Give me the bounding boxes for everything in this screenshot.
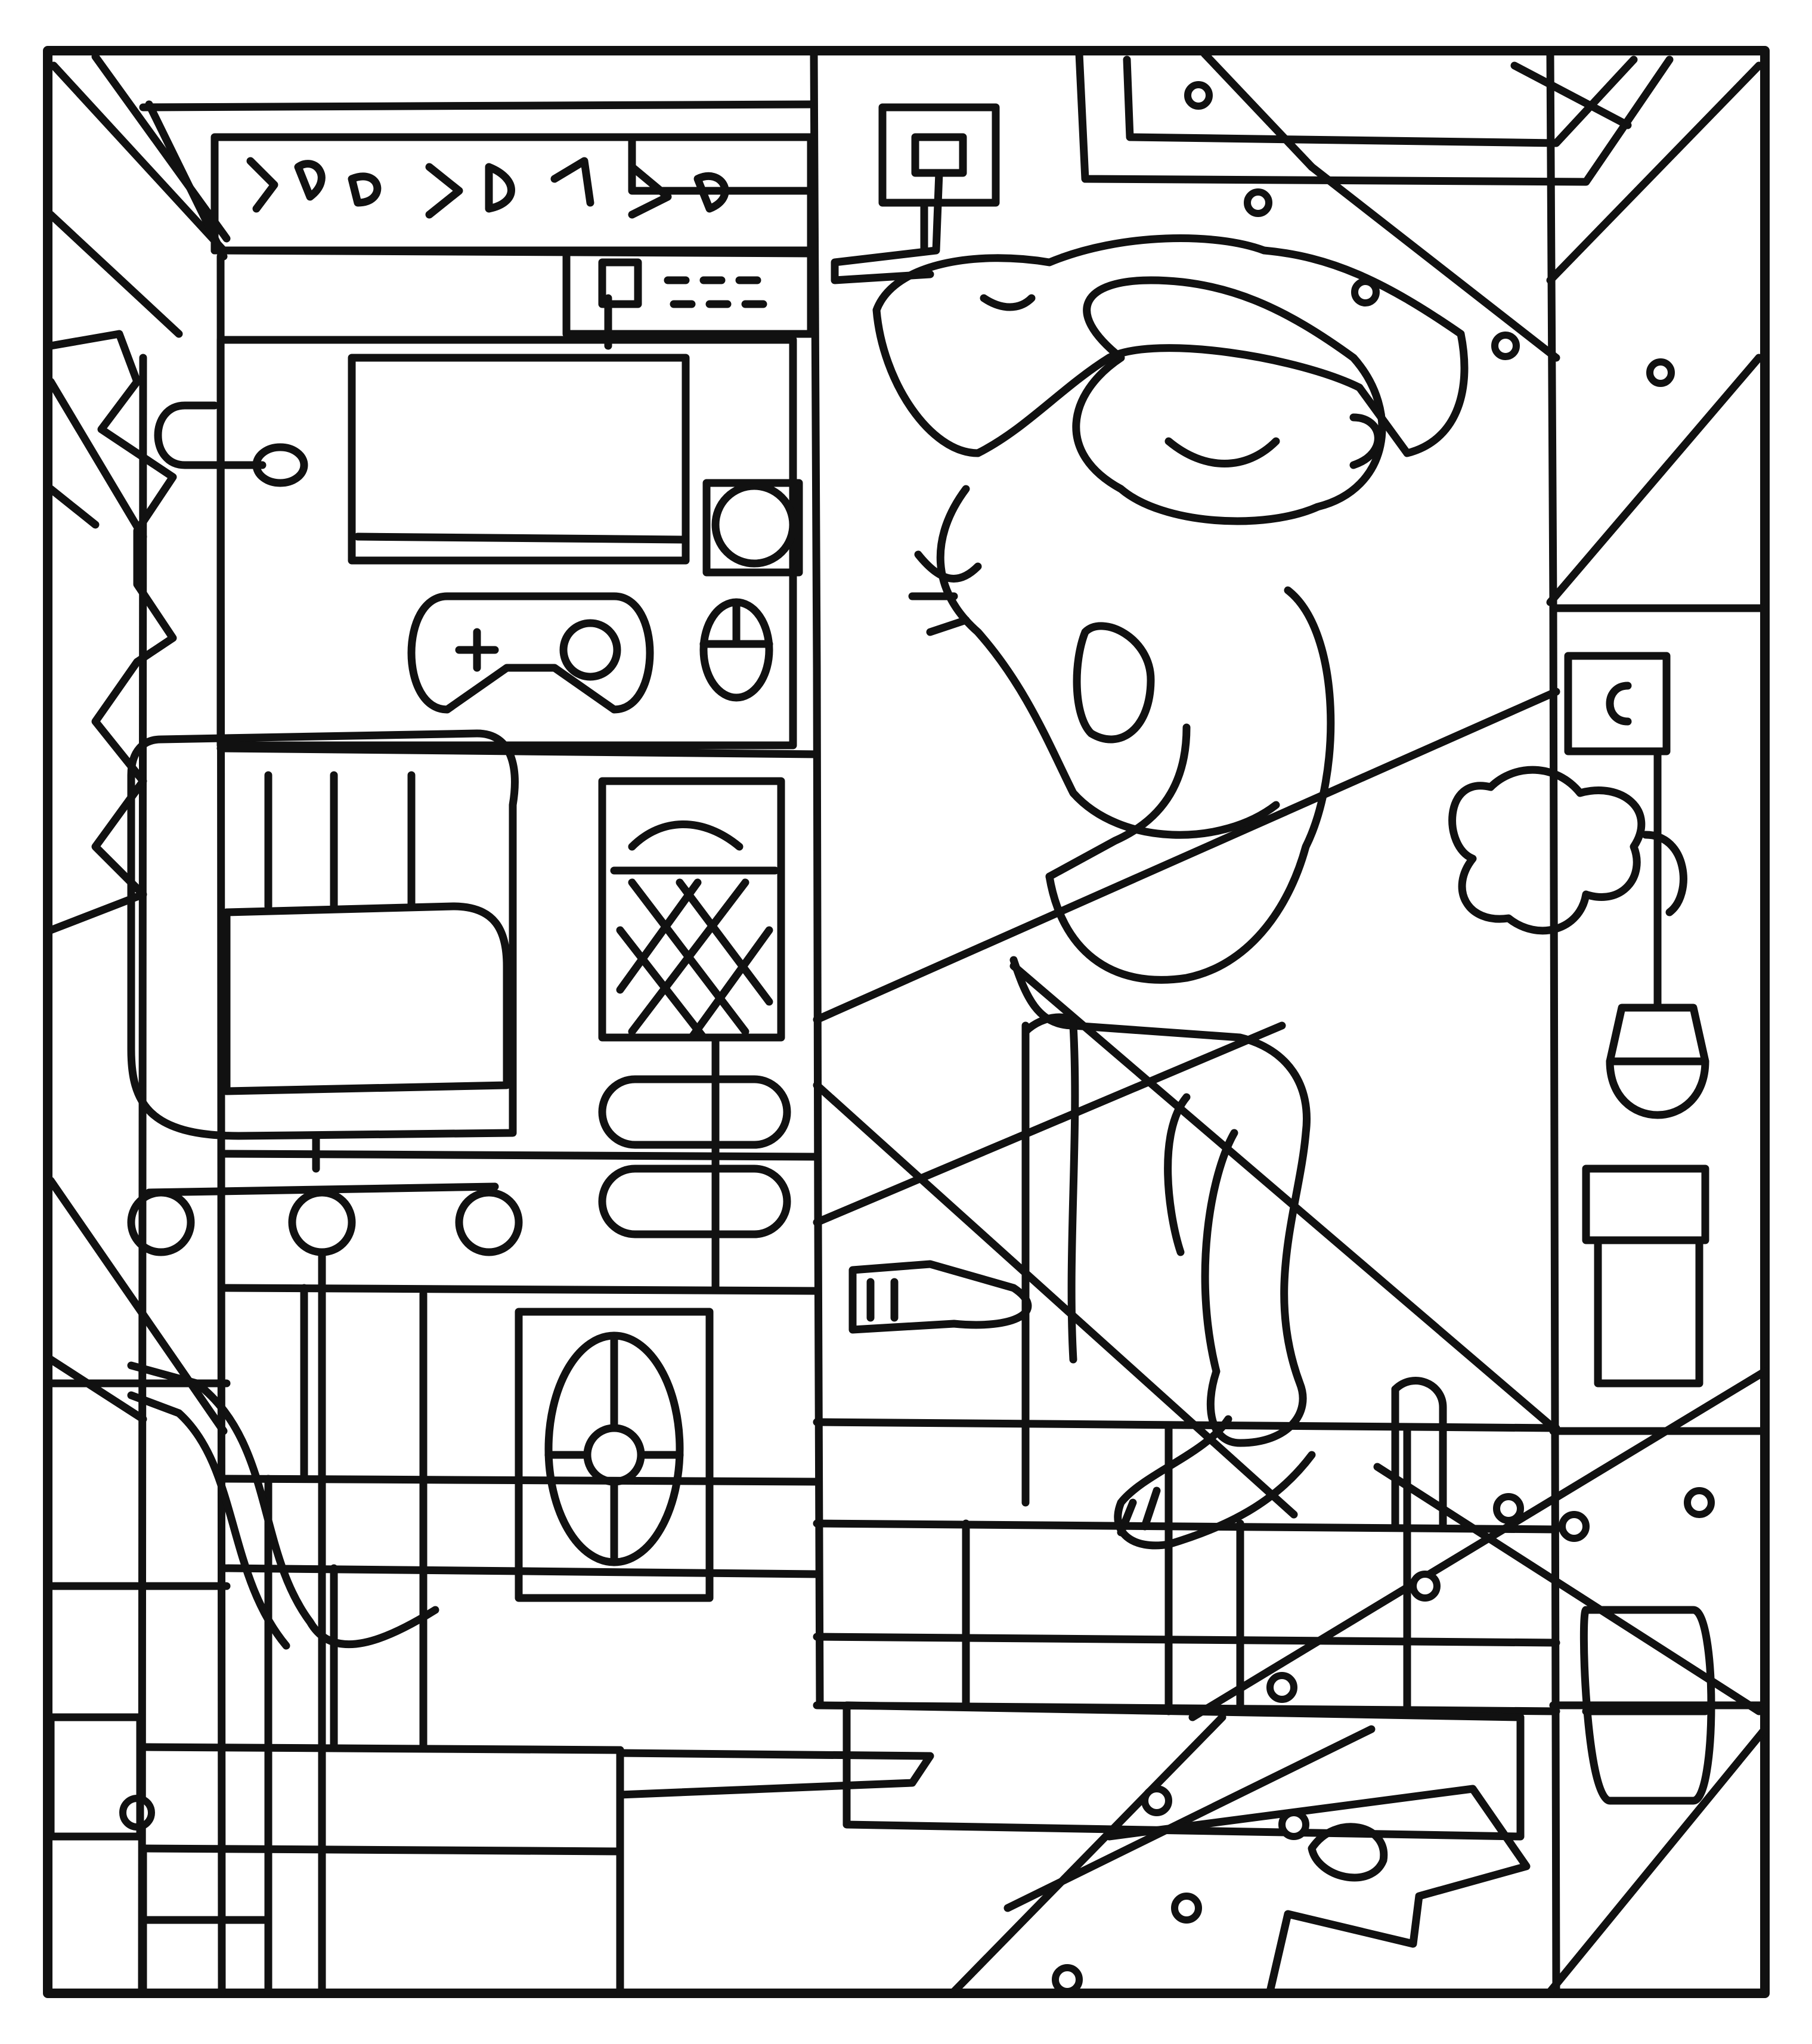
left-zigzag-panel <box>47 210 183 934</box>
wall-outlet-icon <box>831 103 1000 284</box>
slipper-icon <box>598 1033 791 1292</box>
plant-icon <box>1448 766 1687 935</box>
waste-basket-icon <box>598 777 785 1042</box>
cable-icon <box>154 401 308 487</box>
outer-frame <box>43 46 1770 1998</box>
webcam-icon <box>702 479 803 577</box>
mirror-frame-icon <box>1075 49 1675 387</box>
flower-picture-icon <box>515 1308 714 1602</box>
office-chair-icon <box>127 729 523 1996</box>
device-row <box>562 133 815 350</box>
floor-cable <box>119 1361 439 1831</box>
mouse-icon <box>699 598 773 702</box>
monitor-icon <box>216 336 797 750</box>
rug-icon <box>1579 1606 1715 1805</box>
gamepad-icon <box>407 592 654 714</box>
lower-left-blocks <box>47 1713 272 1996</box>
tablecloth-icon <box>616 1487 1715 1996</box>
person-icon <box>848 234 1469 1550</box>
wall-ornaments <box>1564 652 1709 1388</box>
